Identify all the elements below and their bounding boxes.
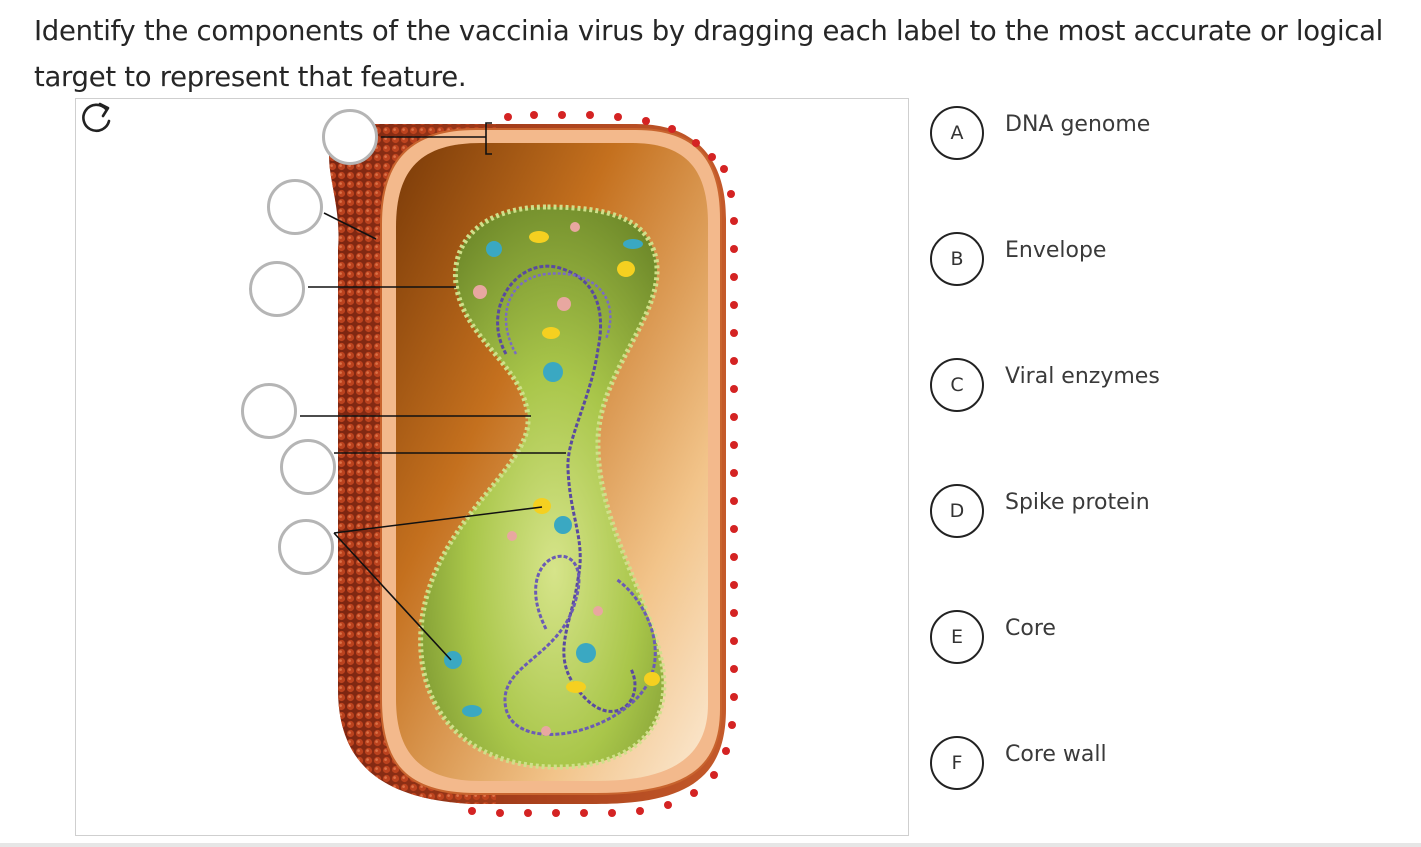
enzyme-pink (473, 285, 487, 299)
label-a[interactable]: A DNA genome (930, 106, 1370, 160)
label-text: Core (1005, 616, 1056, 641)
enzyme-yellow (617, 261, 635, 277)
label-letter: C (930, 358, 984, 412)
label-text: Spike protein (1005, 490, 1150, 515)
label-text: DNA genome (1005, 112, 1151, 137)
label-text: Core wall (1005, 742, 1107, 767)
label-e[interactable]: E Core (930, 610, 1370, 664)
label-d[interactable]: D Spike protein (930, 484, 1370, 538)
dna-strand-loop (503, 554, 657, 736)
label-letter: D (930, 484, 984, 538)
enzyme-teal (444, 651, 462, 669)
label-letter: A (930, 106, 984, 160)
spike-proteins (468, 111, 738, 817)
drop-target-1[interactable] (322, 109, 378, 165)
enzyme-pink (541, 726, 551, 736)
drop-target-4[interactable] (241, 383, 297, 439)
bottom-divider (0, 843, 1421, 847)
enzyme-yellow (533, 498, 551, 514)
label-letter: E (930, 610, 984, 664)
dna-strand-top (504, 272, 612, 355)
virus-diagram-panel (75, 98, 909, 836)
leader-lines (300, 122, 566, 661)
drop-target-5[interactable] (280, 439, 336, 495)
label-letter: F (930, 736, 984, 790)
core-body (418, 204, 667, 770)
enzyme-teal (576, 643, 596, 663)
enzyme-teal (543, 362, 563, 382)
enzyme-pink (557, 297, 571, 311)
label-text: Viral enzymes (1005, 364, 1160, 389)
dna-strand (496, 264, 637, 713)
enzyme-yellow (644, 672, 660, 686)
label-text: Envelope (1005, 238, 1107, 263)
drop-target-6[interactable] (278, 519, 334, 575)
enzyme-pink (507, 531, 517, 541)
enzyme-teal (462, 705, 482, 717)
enzyme-yellow (542, 327, 560, 339)
enzyme-teal (554, 516, 572, 534)
label-c[interactable]: C Viral enzymes (930, 358, 1370, 412)
reset-arrow-icon[interactable] (76, 99, 116, 139)
enzyme-pink (570, 222, 580, 232)
label-b[interactable]: B Envelope (930, 232, 1370, 286)
drop-target-3[interactable] (249, 261, 305, 317)
label-letter: B (930, 232, 984, 286)
enzyme-teal (623, 239, 643, 249)
enzyme-pink (593, 606, 603, 616)
enzyme-yellow (566, 681, 586, 693)
enzyme-yellow (529, 231, 549, 243)
vaccinia-virus-illustration (300, 111, 738, 817)
drop-target-2[interactable] (267, 179, 323, 235)
label-f[interactable]: F Core wall (930, 736, 1370, 790)
question-prompt: Identify the components of the vaccinia … (34, 15, 1384, 93)
enzyme-teal (486, 241, 502, 257)
